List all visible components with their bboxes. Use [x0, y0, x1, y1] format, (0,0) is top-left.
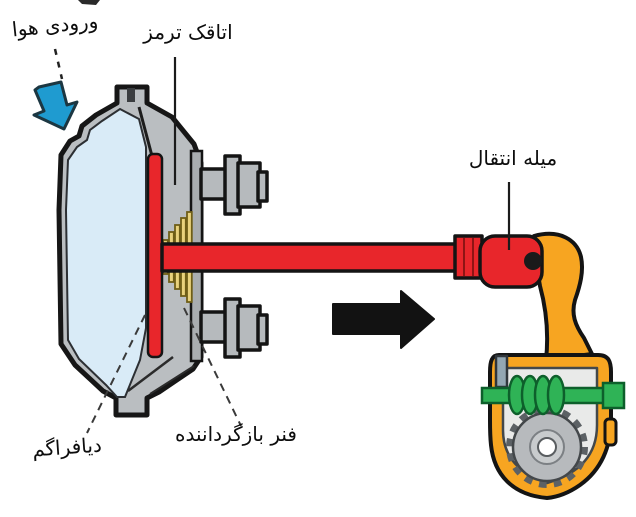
leader-return-spring: [183, 307, 242, 427]
diaphragm-plate: [146, 152, 164, 359]
label-transfer-rod: میله انتقال: [468, 146, 558, 170]
housing-boss: [603, 417, 618, 447]
label-return-spring: فنر بازگرداننده: [175, 422, 297, 446]
direction-arrow-icon: [332, 290, 435, 349]
adjusting-nut: [453, 234, 484, 280]
gear-center-hole: [537, 437, 557, 457]
leader-diaphragm: [86, 314, 146, 434]
adjuster-pawl: [494, 354, 509, 389]
clevis: [478, 234, 544, 289]
clevis-pin: [524, 252, 542, 270]
label-brake-chamber: اتاقک ترمز: [143, 20, 233, 44]
slack-adjuster-arm: [532, 231, 594, 362]
worm-shaft-end-nub: [601, 381, 626, 410]
push-rod: [160, 242, 460, 273]
adjusting-gear: [506, 406, 588, 488]
top-edge-artifact: [78, 0, 100, 5]
inlet-port-slot: [127, 88, 135, 102]
push-rod-assembly: [146, 152, 544, 359]
cone-edge-line-2: [149, 365, 195, 395]
mounting-stud-upper: [199, 154, 269, 216]
worm-gear-shaft: [480, 374, 626, 416]
nut-detail-lines: [463, 238, 474, 276]
leader-air-inlet: [53, 48, 64, 80]
air-inlet-arrow-icon: [32, 80, 79, 131]
chamber-air-space: [64, 107, 147, 398]
diaphragm-seat-line: [137, 106, 154, 157]
gear-teeth-ring: [506, 406, 588, 488]
cone-edge-line: [127, 356, 174, 392]
mounting-stud-lower: [199, 297, 269, 359]
